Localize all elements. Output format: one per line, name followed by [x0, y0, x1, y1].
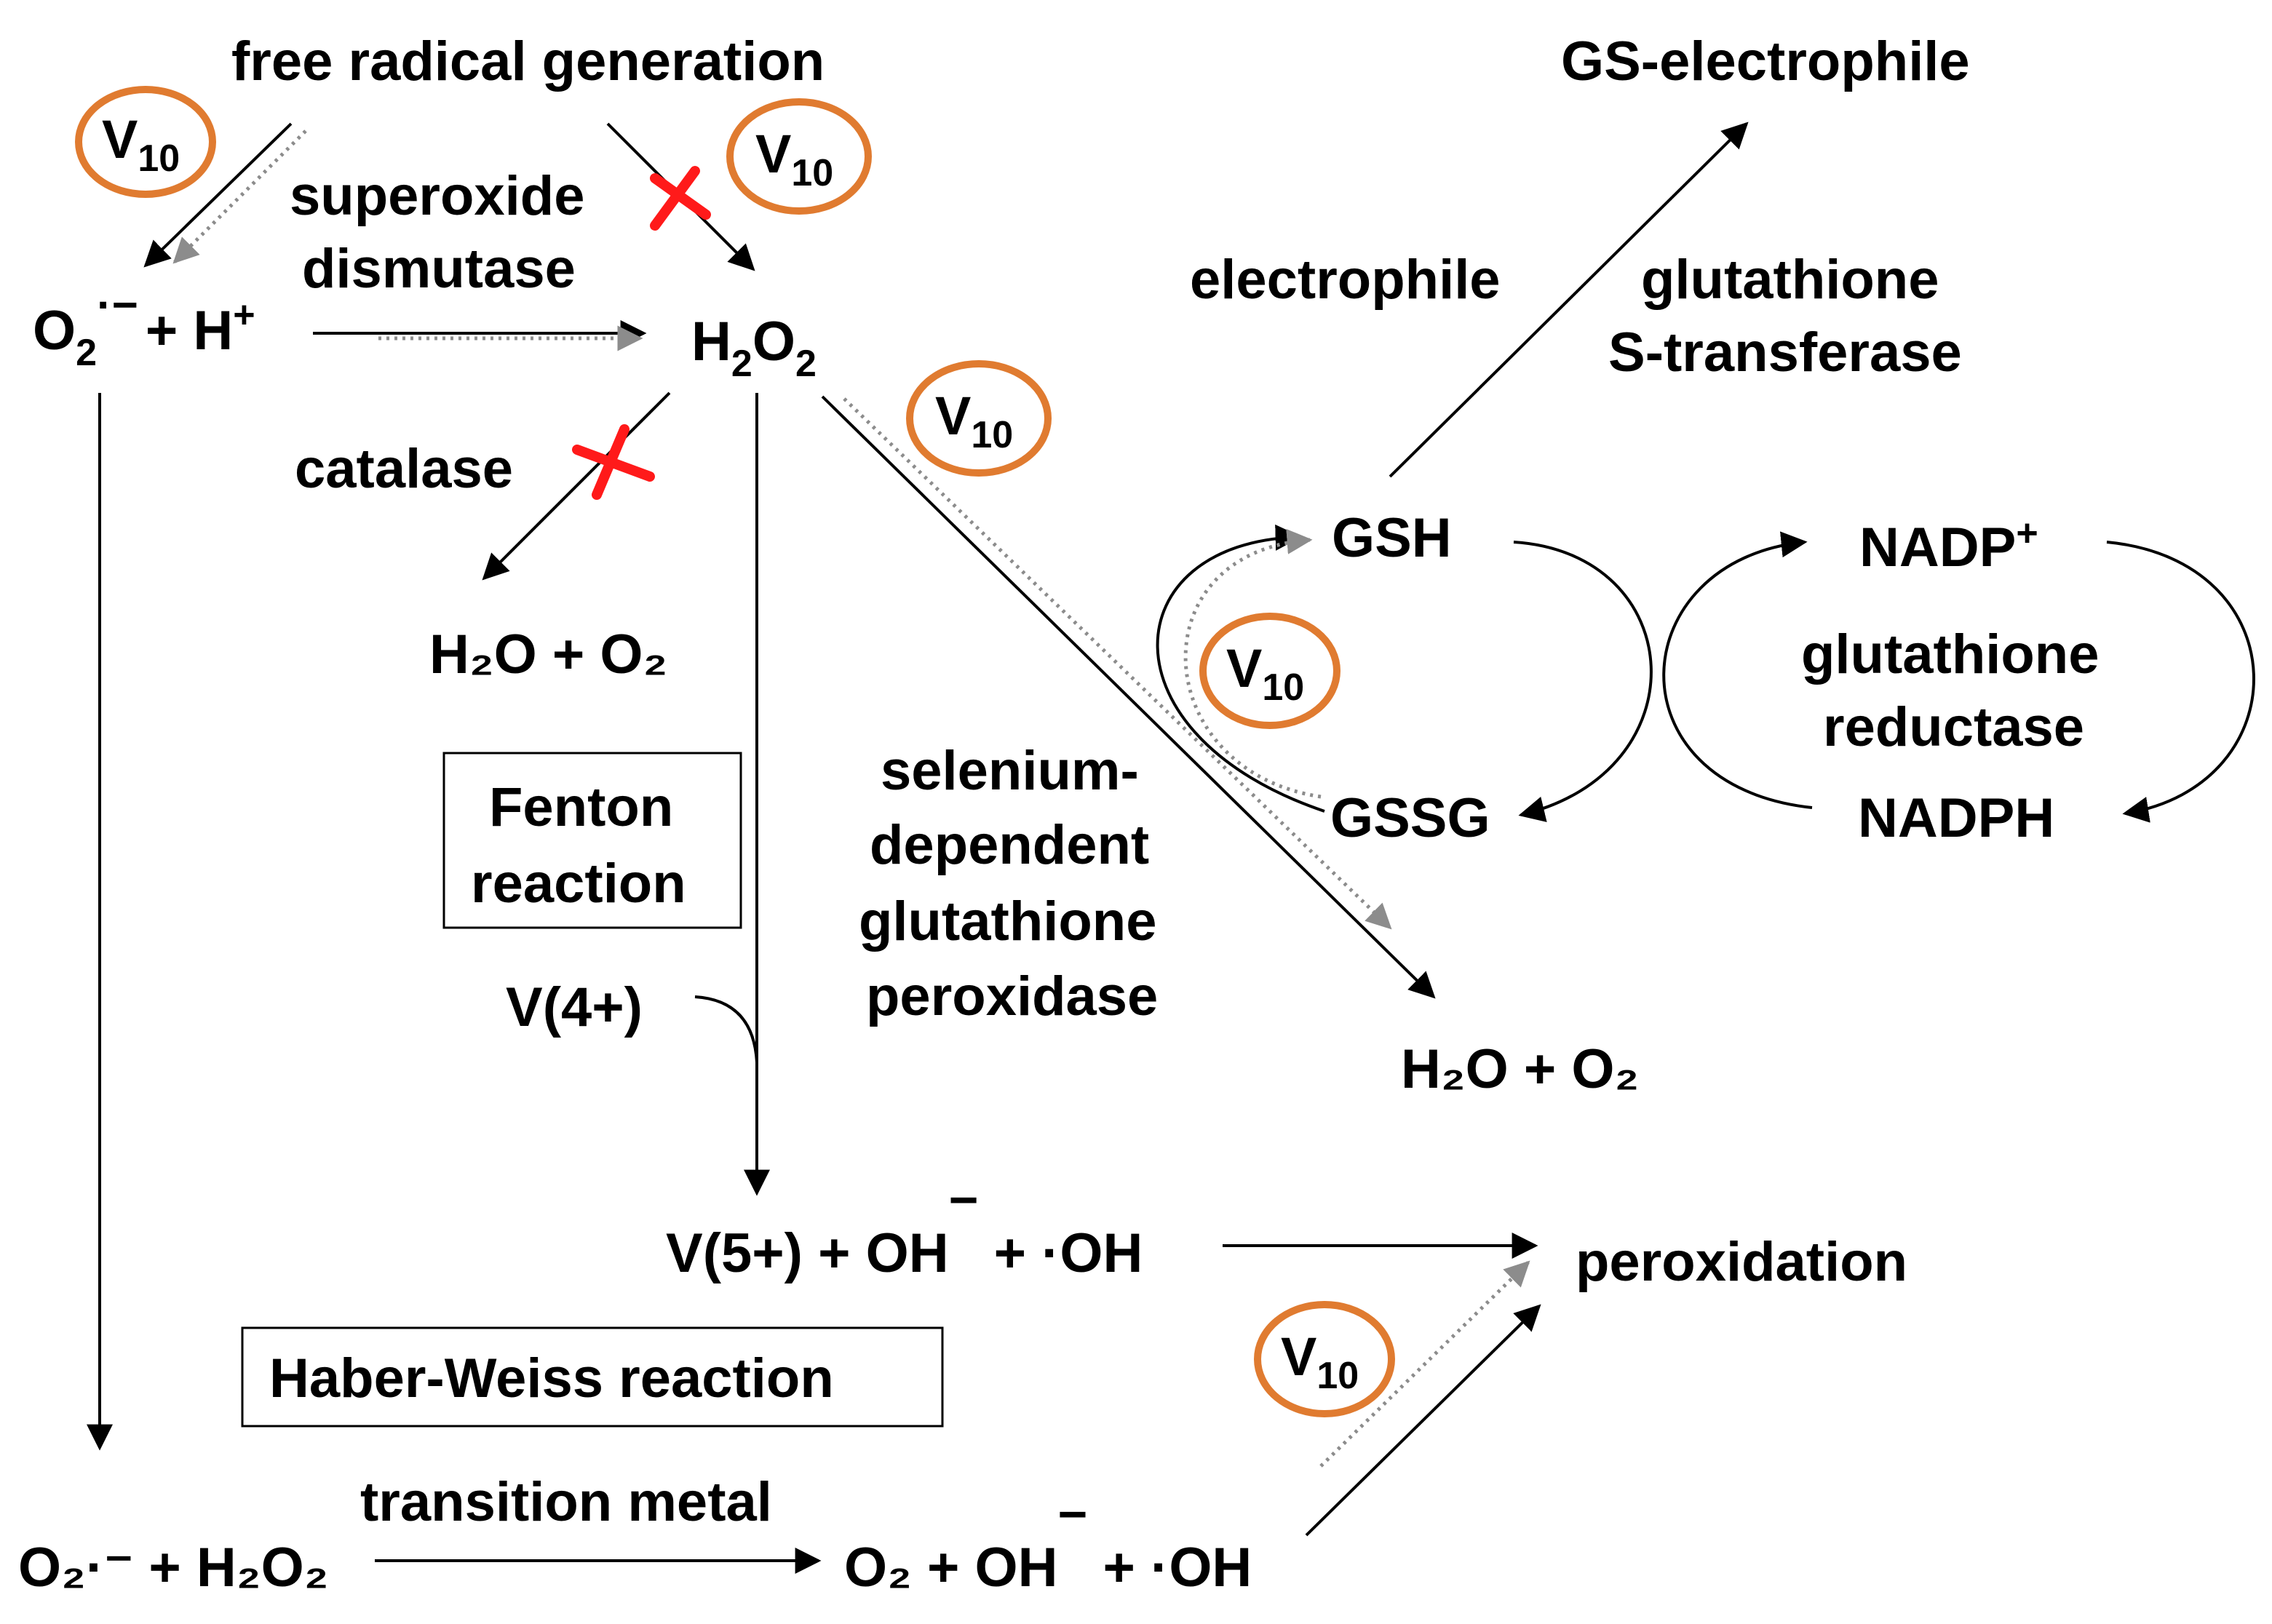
arrow-free-radical-to-superoxide [143, 122, 293, 268]
superoxide-label: superoxide [290, 165, 584, 227]
v10-badge: V10 [906, 360, 1052, 477]
svg-text:V10: V10 [1281, 1326, 1359, 1397]
fenton-label-line2: reaction [471, 853, 686, 915]
gs-electrophile-label: GS-electrophile [1561, 31, 1970, 92]
sgp-label-line2: dependent [870, 814, 1149, 876]
arrow-nadp-to-nadph [2106, 541, 2255, 823]
v4-label: V(4+) [506, 976, 643, 1038]
arrow-bottom-to-peroxidation [1305, 1304, 1541, 1537]
svg-text:V10: V10 [935, 386, 1013, 456]
v10-badge: V10 [1254, 1301, 1395, 1417]
catalase-label: catalase [295, 438, 513, 500]
haber-weiss-label: Haber-Weiss reaction [269, 1348, 834, 1409]
svg-text:V10: V10 [102, 109, 180, 180]
gsh-label: GSH [1332, 507, 1452, 569]
gst-label-line2: S-transferase [1608, 322, 1962, 383]
h2o-o2-left-label: H₂O + O₂ [429, 624, 667, 685]
haber-weiss-box [241, 1326, 944, 1428]
fenton-box [442, 752, 742, 929]
arrow-h2o2-to-h2o [821, 395, 1436, 999]
nadph-label: NADPH [1858, 787, 2054, 849]
cross-mark-catalase [572, 424, 655, 500]
sgp-label-line4: peroxidase [866, 966, 1158, 1027]
gr-label-line2: reductase [1823, 696, 2084, 758]
h2o-o2-right-label: H₂O + O₂ [1401, 1038, 1639, 1100]
free-radical-label: free radical generation [231, 31, 825, 92]
gssg-label: GSSG [1330, 787, 1490, 849]
dismutase-label: dismutase [302, 238, 576, 300]
arrow-gsh-to-gssg [1513, 541, 1653, 822]
arrow-gssg-to-gsh [1156, 524, 1325, 813]
sgp-label-line1: selenium- [881, 740, 1139, 802]
dotted-arrow-superoxide [172, 130, 307, 264]
nadp-label: NADP+ [1859, 512, 2038, 578]
v10-badge: V10 [726, 98, 872, 215]
gst-label-line1: glutathione [1641, 249, 1939, 311]
arrows [87, 122, 2255, 1574]
dotted-arrow-h2o2-h2o [843, 397, 1392, 930]
svg-text:V10: V10 [1226, 638, 1304, 709]
dotted-arrow-peroxidation [1319, 1260, 1530, 1468]
h2o2-species: H2O2 [691, 311, 817, 385]
arrow-catalase [482, 391, 671, 581]
fenton-label-line1: Fenton [489, 776, 673, 838]
arrow-gsh-to-gs-electrophile [1389, 122, 1749, 478]
labels: free radical generation superoxide dismu… [18, 31, 2100, 1599]
v10-badge: V10 [75, 86, 216, 198]
arrow-nadph-to-nadp [1662, 531, 1813, 809]
dotted-arrows [172, 130, 1530, 1468]
transition-metal-label: transition metal [360, 1471, 772, 1533]
arrow-v4-curve [694, 995, 758, 1063]
peroxidation-label: peroxidation [1576, 1231, 1907, 1293]
v10-badge: V10 [1199, 613, 1340, 729]
cross-mark-sod [650, 166, 711, 231]
superoxide-species: O2·−+ H+ [33, 280, 255, 374]
sgp-label-line3: glutathione [859, 891, 1157, 952]
bottom-left-species: O₂·⁻ + H₂O₂ [18, 1537, 328, 1599]
svg-text:V10: V10 [755, 124, 833, 194]
gr-label-line1: glutathione [1801, 624, 2100, 685]
bottom-mid-species: O₂ + OH− + ·OH [844, 1486, 1252, 1599]
electrophile-label: electrophile [1190, 249, 1501, 311]
v5-products-label: V(5+) + OH− + ·OH [666, 1171, 1143, 1284]
